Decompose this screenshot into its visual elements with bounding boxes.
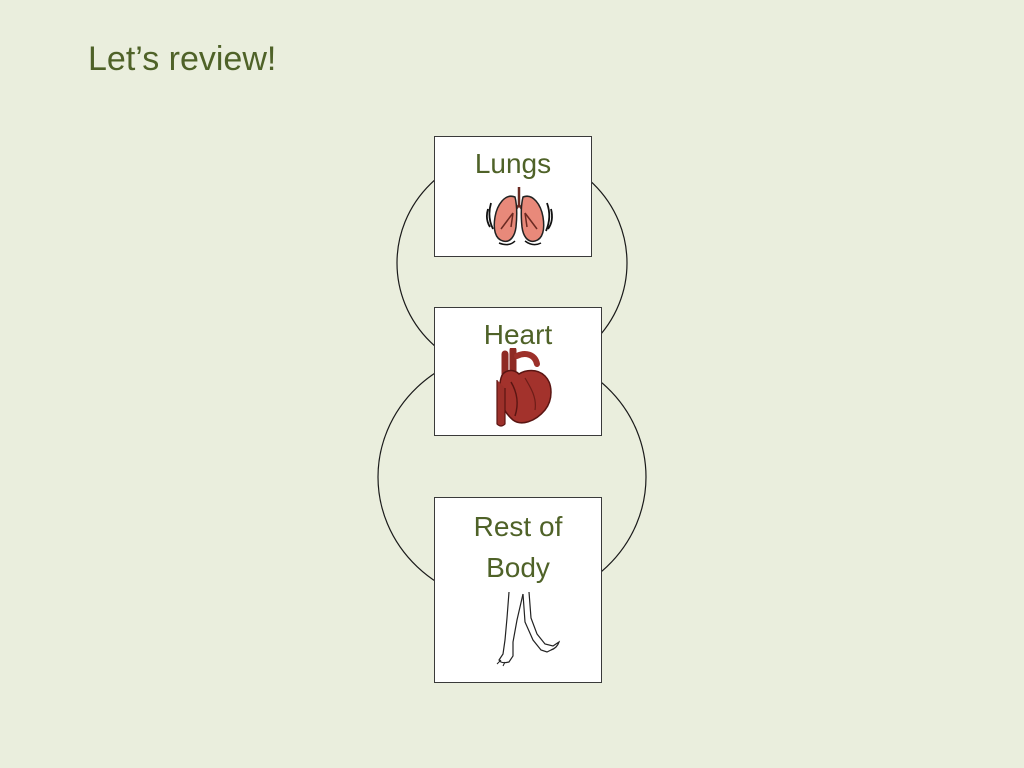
lungs-node: Lungs [434,136,592,257]
rest-of-body-label-line1: Rest of [474,511,563,542]
lungs-icon [485,183,555,247]
lungs-label: Lungs [435,137,591,185]
rest-of-body-node: Rest of Body [434,497,602,683]
rest-of-body-label-line2: Body [486,552,550,583]
legs-icon [495,590,575,668]
heart-icon [491,348,557,428]
rest-of-body-label: Rest of Body [435,498,601,588]
heart-node: Heart [434,307,602,436]
